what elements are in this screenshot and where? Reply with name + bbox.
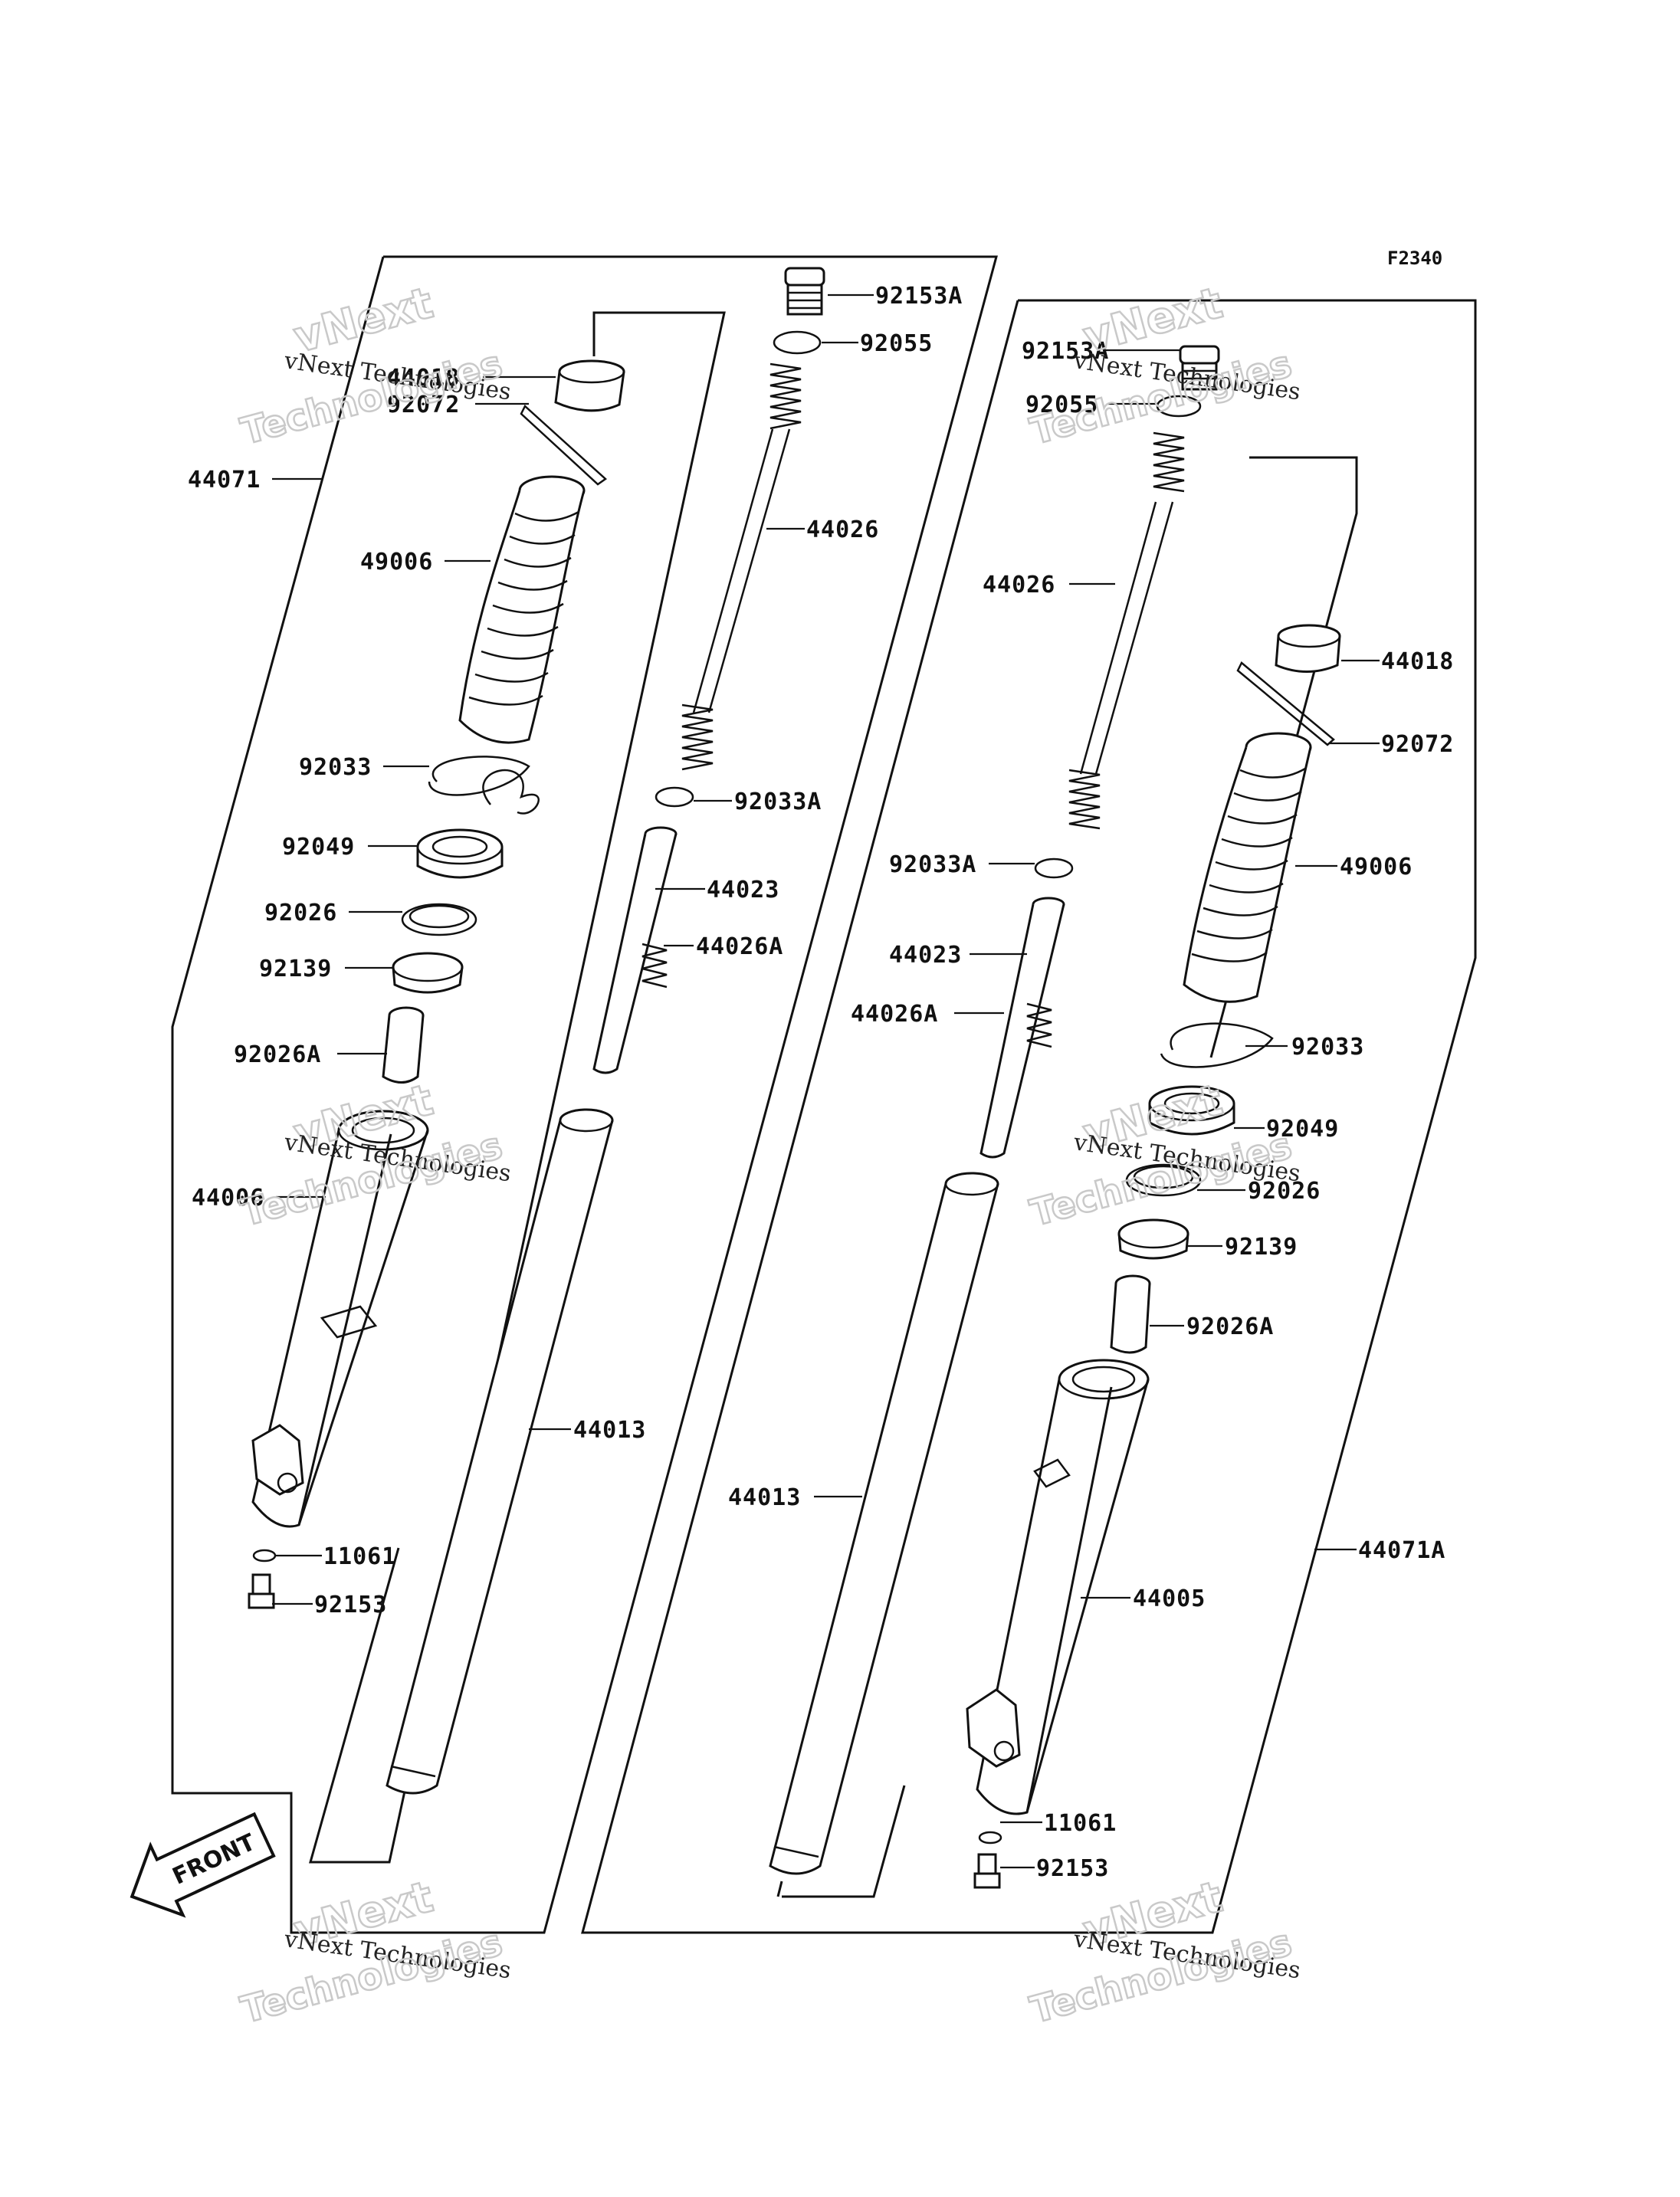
- label-44013: 44013: [728, 1484, 801, 1511]
- label-92153: 92153: [314, 1592, 387, 1618]
- label-92139: 92139: [1225, 1234, 1298, 1261]
- snap-ring-icon: [1034, 857, 1074, 879]
- label-44023: 44023: [707, 877, 779, 903]
- circlip-icon: [1160, 1022, 1274, 1068]
- spring-collar-icon: [554, 359, 625, 412]
- fork-spring-icon: [1068, 431, 1185, 830]
- label-92033A: 92033A: [889, 851, 976, 878]
- label-44023: 44023: [889, 942, 962, 969]
- o-ring-icon: [773, 330, 822, 355]
- label-44006: 44006: [192, 1185, 264, 1212]
- watermark-bottom-left: vNext vNext Technologies Technologies: [235, 1871, 513, 2033]
- damper-rod-icon: [592, 826, 678, 1074]
- drain-bolt-icon: [248, 1573, 275, 1609]
- small-washer-icon: [252, 1549, 277, 1562]
- label-44071: 44071: [188, 467, 261, 494]
- o-ring-icon: [1156, 395, 1202, 418]
- watermark-top-left: vNext vNext Technologies Technologies: [235, 277, 513, 454]
- watermark-bottom-right: vNext vNext Technologies Technologies: [1025, 1871, 1302, 2033]
- inner-tube-icon: [769, 1172, 999, 1875]
- label-44026A: 44026A: [851, 1001, 938, 1028]
- damper-rod-icon: [979, 897, 1065, 1159]
- label-44018: 44018: [387, 365, 460, 392]
- oil-lock-piece-icon: [1110, 1274, 1151, 1354]
- label-92055: 92055: [860, 330, 933, 357]
- label-44026: 44026: [983, 572, 1055, 598]
- label-44071A: 44071A: [1358, 1537, 1445, 1564]
- label-44005: 44005: [1133, 1585, 1206, 1612]
- outer-tube-icon: [966, 1359, 1150, 1815]
- bushing-icon: [1117, 1218, 1189, 1260]
- right-parts: [769, 345, 1341, 1889]
- snap-ring-icon: [655, 786, 694, 808]
- watermark-mid-left: vNext vNext Technologies Technologies: [235, 1074, 513, 1236]
- label-92049: 92049: [282, 834, 355, 861]
- label-92026A: 92026A: [234, 1041, 321, 1068]
- right-labels: 92153A 92055 44026 44018 92072 92033A 49…: [728, 338, 1454, 1882]
- small-washer-icon: [978, 1831, 1002, 1844]
- oil-lock-piece-icon: [382, 1006, 425, 1084]
- leader-lines: [272, 293, 1380, 1869]
- label-44026A: 44026A: [696, 933, 783, 960]
- label-92026A: 92026A: [1186, 1313, 1274, 1340]
- label-92049: 92049: [1266, 1116, 1339, 1143]
- dust-boot-icon: [1183, 732, 1312, 1003]
- label-92072: 92072: [1381, 731, 1454, 758]
- fork-spring-icon: [681, 362, 802, 771]
- washer-inner: [1133, 1165, 1194, 1189]
- cap-bolt-icon: [1179, 345, 1220, 391]
- oil-seal-icon: [1148, 1085, 1235, 1136]
- label-92072: 92072: [387, 392, 460, 418]
- spring-collar-icon: [1275, 624, 1341, 673]
- label-92139: 92139: [259, 956, 332, 982]
- washer-icon: [1125, 1163, 1202, 1197]
- label-44013: 44013: [573, 1417, 646, 1444]
- dust-boot-icon: [458, 475, 586, 744]
- drain-bolt-icon: [973, 1853, 1001, 1889]
- label-92055: 92055: [1025, 392, 1098, 418]
- left-assembly-frame: [171, 255, 998, 1934]
- watermark-top-right: vNext vNext Technologies Technologies: [1025, 277, 1302, 454]
- front-arrow: FRONT: [130, 1812, 276, 1918]
- label-92153A: 92153A: [875, 283, 963, 310]
- label-92026: 92026: [1248, 1178, 1321, 1205]
- label-49006: 49006: [1340, 854, 1413, 880]
- label-92026: 92026: [264, 900, 337, 926]
- oil-seal-icon: [416, 828, 504, 879]
- bushing-icon: [392, 952, 464, 994]
- band-clamp-icon: [1236, 661, 1335, 746]
- label-49006: 49006: [360, 549, 433, 575]
- label-92153A: 92153A: [1022, 338, 1109, 365]
- left-parts: [248, 267, 825, 1795]
- washer-icon: [401, 903, 477, 936]
- left-labels: 92153A 92055 44018 92072 44071 44026 490…: [188, 283, 963, 1618]
- inner-tube-icon: [386, 1108, 614, 1795]
- cap-bolt-icon: [784, 267, 825, 316]
- label-92033: 92033: [1291, 1034, 1364, 1061]
- washer-inner: [409, 904, 470, 929]
- band-clamp-icon: [520, 404, 608, 486]
- circlip-shape: [428, 756, 530, 796]
- label-44018: 44018: [1381, 648, 1454, 675]
- outer-tube-icon: [251, 1110, 429, 1528]
- label-11061: 11061: [1044, 1810, 1117, 1837]
- label-44026: 44026: [806, 516, 879, 543]
- label-92033: 92033: [299, 754, 372, 781]
- circlip-icon: [482, 769, 540, 815]
- label-92033A: 92033A: [734, 789, 822, 815]
- label-11061: 11061: [323, 1543, 396, 1570]
- diagram-code: F2340: [1387, 248, 1442, 269]
- label-92153: 92153: [1036, 1855, 1109, 1882]
- watermark-mid-right: vNext vNext Technologies Technologies: [1025, 1074, 1302, 1236]
